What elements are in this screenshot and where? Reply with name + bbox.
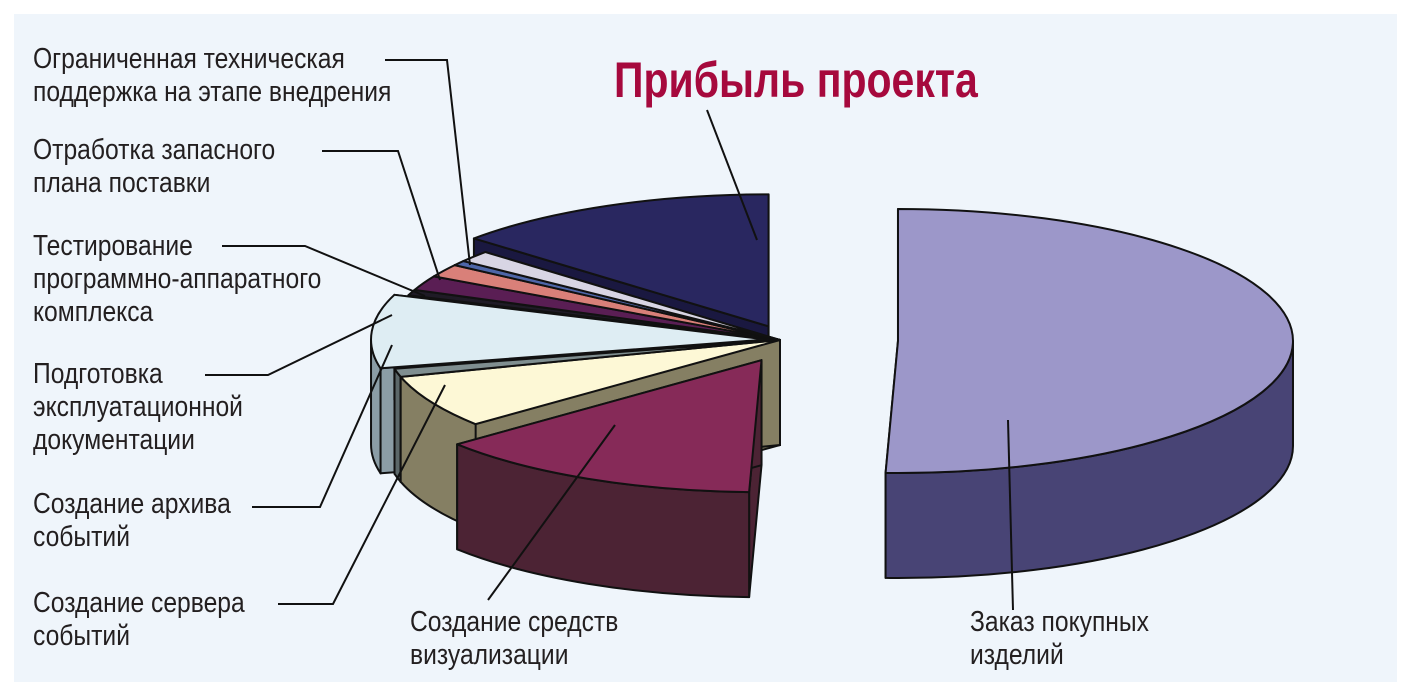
- slice-top-10: [462, 251, 781, 341]
- label-documentation-line1: Подготовка: [33, 358, 163, 390]
- label-event-server: Создание сервера событий: [33, 587, 245, 653]
- leader-event-archive: [252, 344, 393, 508]
- slice-top-1: [884, 207, 1294, 474]
- label-documentation-line3: документации: [33, 424, 195, 456]
- label-purchased-items-line1: Заказ покупных: [970, 606, 1149, 638]
- label-testing-line2: программно-аппаратного: [33, 263, 322, 295]
- label-event-archive-line1: Создание архива: [33, 488, 231, 520]
- label-event-server-line2: событий: [33, 620, 130, 652]
- leader-visualization: [487, 424, 616, 601]
- label-purchased-items-line2: изделий: [970, 639, 1064, 671]
- label-visualization-line1: Создание средств: [410, 606, 619, 638]
- label-documentation: Подготовка эксплуатационной документации: [33, 358, 243, 457]
- label-event-archive: Создание архива событий: [33, 488, 231, 554]
- label-testing-line3: комплекса: [33, 296, 154, 328]
- label-limited-support-line2: поддержка на этапе внедрения: [33, 76, 392, 108]
- leader-lines: [205, 59, 1014, 611]
- label-testing: Тестирование программно-аппаратного комп…: [33, 230, 321, 329]
- leader-backup-plan: [322, 150, 441, 281]
- slice-top-11: [472, 193, 770, 328]
- label-testing-line1: Тестирование: [33, 230, 193, 262]
- slice-top-2: [456, 359, 763, 494]
- label-purchased-items: Заказ покупных изделий: [970, 606, 1149, 672]
- slice-top-3: [399, 339, 781, 426]
- slice-tops: [370, 193, 1294, 494]
- leader-documentation: [205, 314, 393, 376]
- leader-title: [706, 109, 758, 241]
- label-documentation-line2: эксплуатационной: [33, 391, 243, 423]
- chart-title: Прибыль проекта: [614, 52, 978, 108]
- label-visualization: Создание средств визуализации: [410, 606, 618, 672]
- label-limited-support: Ограниченная техническая поддержка на эт…: [33, 43, 391, 109]
- label-backup-plan: Отработка запасного плана поставки: [33, 134, 275, 200]
- slice-top-4: [393, 339, 781, 378]
- label-event-archive-line2: событий: [33, 521, 130, 553]
- label-event-server-line1: Создание сервера: [33, 587, 245, 619]
- leader-limited-support: [385, 59, 471, 266]
- leader-testing: [222, 245, 426, 297]
- slice-top-5: [370, 293, 768, 370]
- leader-event-server: [278, 384, 446, 605]
- label-limited-support-line1: Ограниченная техническая: [33, 43, 345, 75]
- label-visualization-line2: визуализации: [410, 639, 569, 671]
- leader-purchased-items: [1007, 419, 1014, 611]
- label-backup-plan-line1: Отработка запасного: [33, 134, 276, 166]
- label-backup-plan-line2: плана поставки: [33, 167, 211, 199]
